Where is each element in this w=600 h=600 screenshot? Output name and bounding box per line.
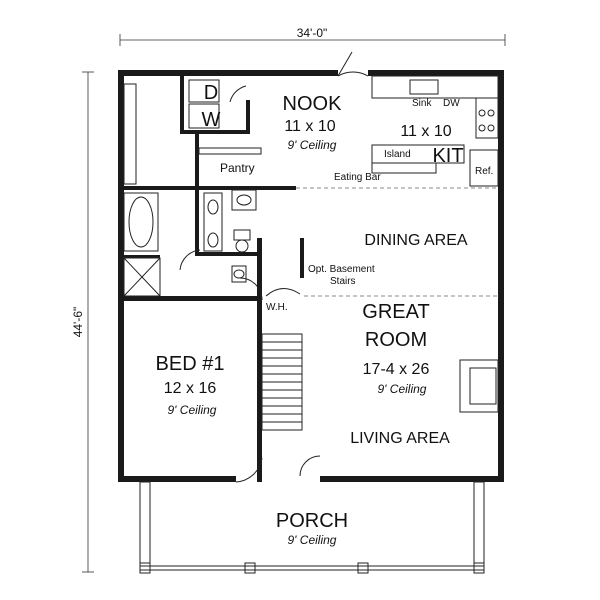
width-dimension: 34'-0" — [297, 26, 328, 40]
kitchen-island — [371, 144, 465, 174]
kitchen-name: KIT — [432, 145, 463, 167]
kitchen-size: 11 x 10 — [400, 123, 451, 140]
stair-turn — [265, 288, 301, 297]
great-room-name-1: GREAT — [362, 301, 429, 323]
refrigerator-label: Ref. — [475, 166, 493, 177]
sink-label: Sink — [412, 98, 432, 109]
great-room-ceiling: 9' Ceiling — [378, 382, 427, 396]
dishwasher-label: DW — [443, 98, 460, 109]
bed-1-name: BED #1 — [156, 353, 225, 375]
exterior-walls — [118, 70, 504, 482]
nook-size: 11 x 10 — [284, 118, 335, 135]
dining-area-label: DINING AREA — [364, 232, 467, 249]
door-swings — [179, 51, 369, 483]
bath-fixtures — [203, 189, 257, 283]
nook-ceiling: 9' Ceiling — [288, 138, 337, 152]
kitchen-counters — [371, 75, 499, 187]
great-room-name-2: ROOM — [365, 329, 427, 351]
porch-ceiling: 9' Ceiling — [288, 533, 337, 547]
dimension-lines — [82, 34, 506, 573]
opt-basement-label: Opt. Basement — [308, 264, 375, 275]
dryer-label: D — [204, 82, 218, 104]
bed-1-ceiling: 9' Ceiling — [168, 403, 217, 417]
washer-dryer — [188, 79, 220, 129]
pantry-shelf — [198, 147, 262, 155]
staircase — [261, 333, 303, 431]
washer-label: W — [202, 109, 221, 131]
great-room-size: 17-4 x 26 — [363, 361, 430, 378]
fireplace — [459, 359, 499, 413]
nook-name: NOOK — [283, 93, 343, 115]
living-area-label: LIVING AREA — [350, 430, 450, 447]
bathtub — [123, 192, 159, 252]
closet-shelf — [123, 83, 137, 185]
stairs-label: Stairs — [330, 276, 356, 287]
porch-name: PORCH — [276, 510, 348, 532]
closet — [123, 257, 161, 297]
eating-bar-label: Eating Bar — [334, 172, 381, 183]
porch-outline — [139, 481, 485, 574]
bed-1-size: 12 x 16 — [164, 380, 217, 397]
pantry-label: Pantry — [220, 161, 255, 175]
water-heater-label: W.H. — [266, 302, 288, 313]
interior-walls — [118, 76, 304, 482]
depth-dimension: 44'-6" — [71, 307, 85, 338]
island-label: Island — [384, 149, 411, 160]
